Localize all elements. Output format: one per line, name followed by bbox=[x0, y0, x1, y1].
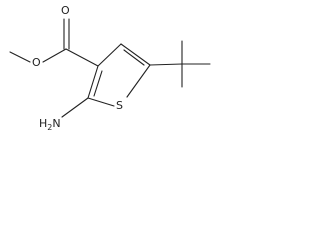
ring-c2-amino-bond bbox=[61, 97, 89, 118]
ring-c5-sulfur-bond bbox=[126, 64, 151, 98]
ring-c2-c3-bond bbox=[87, 65, 99, 99]
ring-sulfur-label: S bbox=[116, 99, 123, 112]
molecule-structure-diagram: O O S H2N bbox=[9, 4, 211, 132]
ring-c4-c5-inner-bond bbox=[123, 49, 145, 66]
carbonyl-to-ring-bond bbox=[65, 48, 99, 67]
ring-sulfur-c2-bond bbox=[87, 97, 115, 107]
ring-c4-c5-bond bbox=[120, 43, 151, 66]
carbonyl-oxygen-label: O bbox=[61, 4, 70, 17]
ester-oxygen-label: O bbox=[32, 56, 41, 69]
ester-oxygen-to-methyl-bond bbox=[9, 51, 31, 63]
ring-c5-tert-butyl-bond bbox=[149, 63, 183, 66]
ring-c3-c4-bond bbox=[97, 43, 122, 67]
carbonyl-to-ester-oxygen-bond bbox=[42, 48, 67, 63]
amino-group-label: H2N bbox=[39, 117, 61, 132]
ring-c2-c3-inner-bond bbox=[93, 70, 103, 97]
